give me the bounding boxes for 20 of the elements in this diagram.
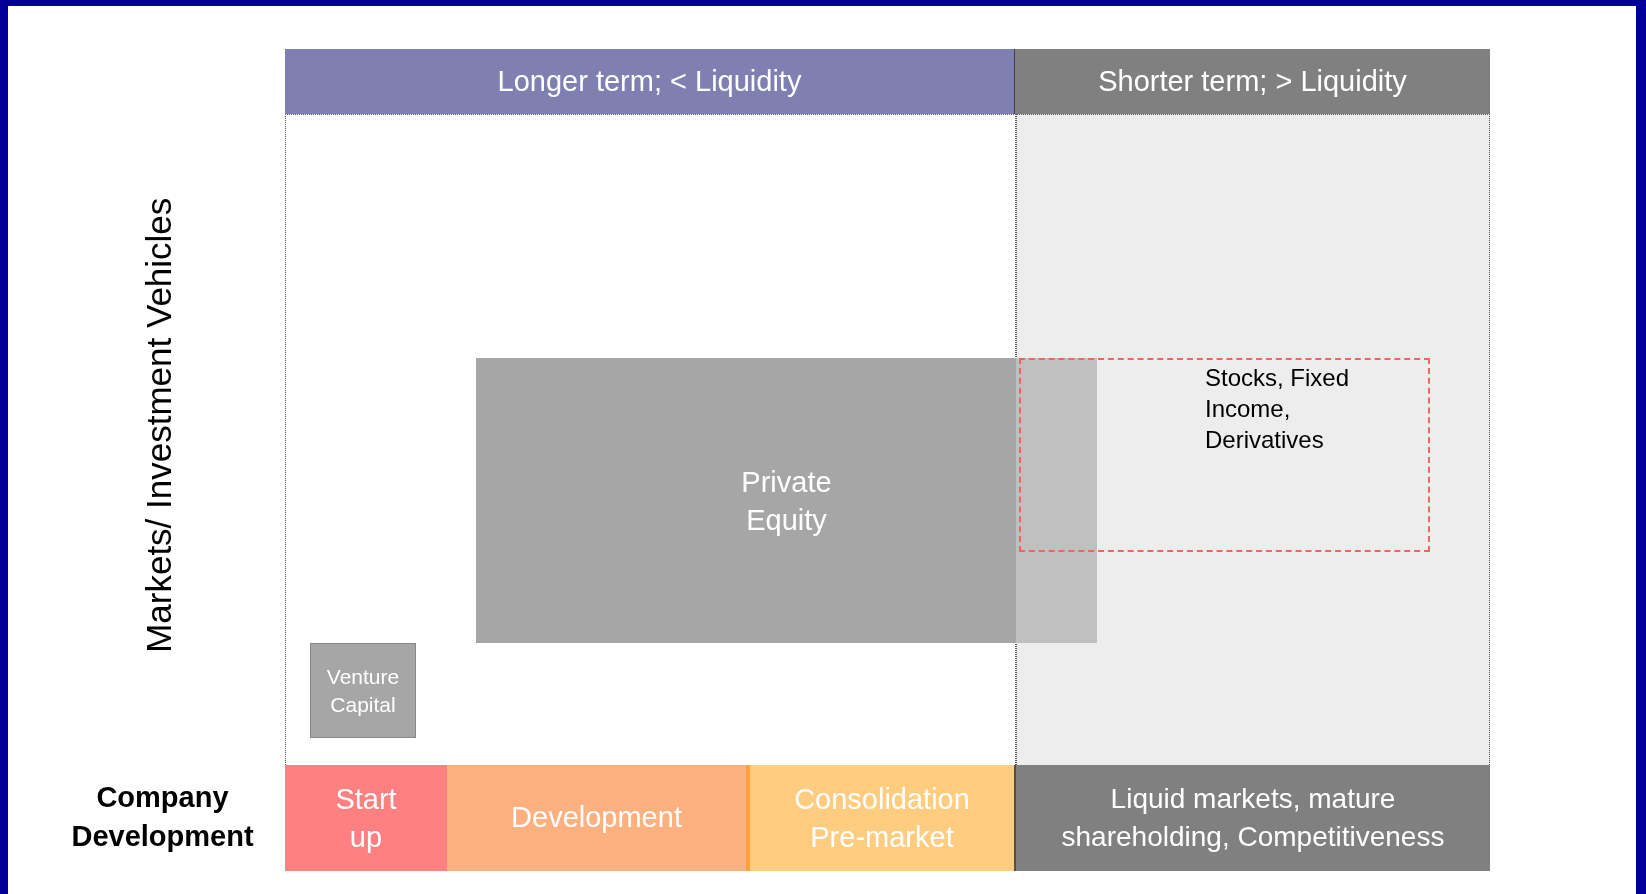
stage-label: Start up	[334, 782, 398, 855]
dashed-region	[1019, 358, 1430, 552]
header-bar	[1014, 49, 1490, 114]
category-box	[476, 358, 1097, 643]
stage-label: Liquid markets, mature shareholding, Competitiveness	[1060, 782, 1446, 854]
category-label: Private Equity	[740, 464, 833, 538]
axis-label: Markets/ Investment Vehicles	[138, 197, 180, 653]
stage-label: Development	[511, 800, 682, 836]
stage-bar	[285, 765, 447, 871]
stage-bar	[1014, 765, 1490, 871]
category-label: Venture Capital	[325, 663, 401, 718]
category-box	[310, 643, 416, 738]
header-text: Longer term; < Liquidity	[497, 63, 802, 99]
region-label: Stocks, Fixed Income, Derivatives	[1205, 363, 1351, 455]
stage-label: Consolidation Pre-market	[793, 782, 971, 855]
row-label: Company Development	[70, 780, 255, 854]
stage-bar	[750, 765, 1014, 871]
header-text: Shorter term; > Liquidity	[1098, 63, 1407, 99]
header-bar	[285, 49, 1014, 114]
stage-bar	[447, 765, 750, 871]
